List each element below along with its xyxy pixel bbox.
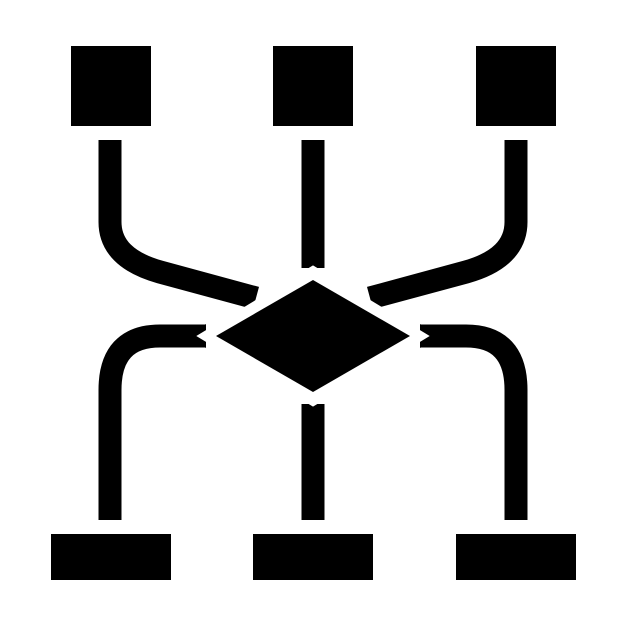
- top-left-node: [71, 46, 151, 126]
- bottom-center-node: [253, 534, 373, 580]
- left-arrow-notch: [186, 324, 206, 348]
- top-center-node: [273, 46, 353, 126]
- bottom-right-connector: [420, 324, 528, 520]
- right-arrow-notch: [420, 324, 440, 348]
- bottom-left-node: [51, 534, 171, 580]
- diamond-outline-gap: [196, 265, 430, 407]
- top-right-node: [476, 46, 556, 126]
- top-right-connector: [366, 140, 528, 310]
- bottom-left-connector: [98, 324, 206, 520]
- decision-diamond: [216, 280, 410, 392]
- bottom-right-node: [456, 534, 576, 580]
- top-left-connector: [98, 140, 260, 310]
